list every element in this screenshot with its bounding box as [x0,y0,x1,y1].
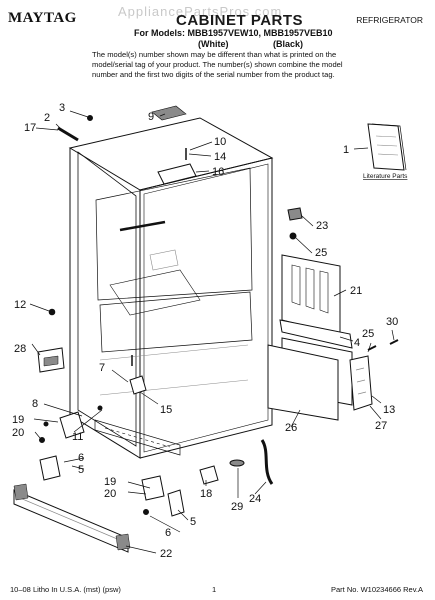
callout-5a: 5 [78,464,84,476]
callout-29: 29 [231,501,243,513]
callout-17: 17 [24,122,36,134]
literature-booklet [367,123,407,171]
variant-black: (Black) [273,39,304,49]
page-number: 1 [212,585,217,594]
print-info: 10–08 Litho In U.S.A. (mst) (psw) [10,585,121,594]
callout-16: 16 [212,166,224,178]
leader-lines [29,110,395,554]
watermark: AppliancePartsPros.com [118,4,283,19]
appliance-category: REFRIGERATOR [356,15,423,25]
callout-20a: 20 [12,427,24,439]
callout-18: 18 [200,488,212,500]
callout-25b: 25 [362,328,374,340]
callout-27: 27 [375,420,387,432]
part-number: Part No. W10234666 Rev.A [331,585,423,594]
callout-13: 13 [383,404,395,416]
brand-logo: MAYTAG [8,10,77,26]
callout-4: 4 [354,337,360,349]
model-numbers: For Models: MBB1957VEW10, MBB1957VEB10 [134,28,333,38]
callout-1: 1 [343,144,349,156]
callout-14: 14 [214,151,226,163]
callout-25a: 25 [315,247,327,259]
literature-parts-label: Literature Parts [363,173,408,180]
callout-6b: 6 [165,527,171,539]
callout-22: 22 [160,548,172,560]
callout-numbers: 1 2 3 4 5 5 6 6 7 8 9 10 11 12 13 14 15 … [12,102,398,560]
callout-15: 15 [160,404,172,416]
vent-panel [281,254,341,336]
callout-5b: 5 [190,516,196,528]
callout-30: 30 [386,316,398,328]
callout-11: 11 [72,431,83,443]
callout-19b: 19 [104,476,116,488]
callout-9: 9 [148,111,154,123]
callout-23: 23 [316,220,328,232]
page-title: CABINET PARTS [176,12,304,29]
callout-10: 10 [214,136,226,148]
callout-28: 28 [14,343,26,355]
callout-6a: 6 [78,452,84,464]
cabinet-shell [48,105,303,459]
callout-8: 8 [32,398,38,410]
color-variants: (White) (Black) [198,39,328,49]
variant-white: (White) [198,39,229,49]
callout-21: 21 [350,285,362,297]
toe-grille [13,483,131,553]
callout-7: 7 [99,362,105,374]
callout-26: 26 [285,422,297,434]
freezer-drawer-front [267,319,399,421]
callout-12: 12 [14,299,26,311]
callout-20b: 20 [104,488,116,500]
callout-3: 3 [59,102,65,114]
hinge-hardware [37,347,274,517]
callout-2: 2 [44,112,50,124]
callout-19a: 19 [12,414,24,426]
model-note: The model(s) number shown may be differe… [92,50,343,79]
callout-24: 24 [249,493,261,505]
